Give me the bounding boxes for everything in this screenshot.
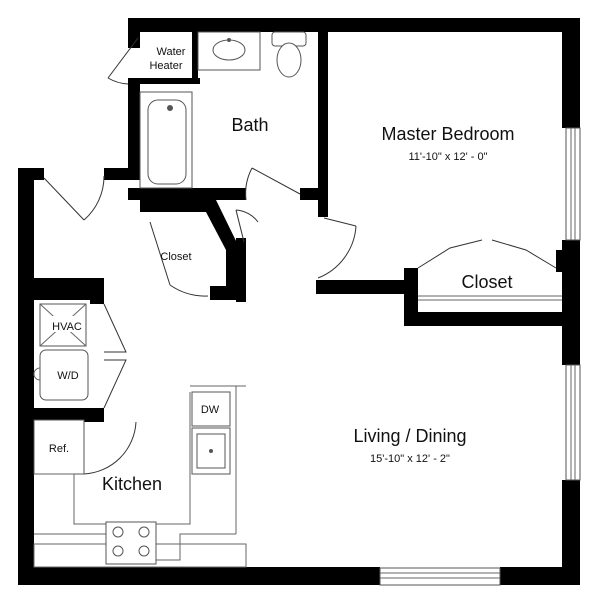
small-closet-label: Closet [160, 251, 191, 263]
windows [379, 127, 581, 586]
washer-dryer-label: W/D [57, 370, 78, 382]
bedroom-closet-label: Closet [461, 272, 512, 292]
living-dining-dimensions: 15'-10" x 12' - 2" [370, 453, 450, 465]
room-labels: Water Heater Bath Master Bedroom 11'-10"… [49, 46, 515, 494]
kitchen-fixtures [33, 385, 247, 568]
dishwasher-label: DW [201, 404, 220, 416]
bath-label: Bath [231, 115, 268, 135]
exterior-walls [18, 18, 580, 585]
master-bedroom-label: Master Bedroom [381, 124, 514, 144]
water-heater-label-line2: Heater [149, 60, 182, 72]
utility-fixtures [33, 303, 89, 401]
hvac-label: HVAC [52, 321, 82, 333]
water-heater-label-line1: Water [157, 46, 186, 58]
interior-walls [18, 32, 580, 422]
master-bedroom-dimensions: 11'-10" x 12' - 0" [408, 151, 487, 163]
bath-fixtures [139, 31, 307, 189]
kitchen-label: Kitchen [102, 474, 162, 494]
doors [43, 37, 562, 475]
refrigerator-label: Ref. [49, 443, 69, 455]
living-dining-label: Living / Dining [353, 426, 466, 446]
